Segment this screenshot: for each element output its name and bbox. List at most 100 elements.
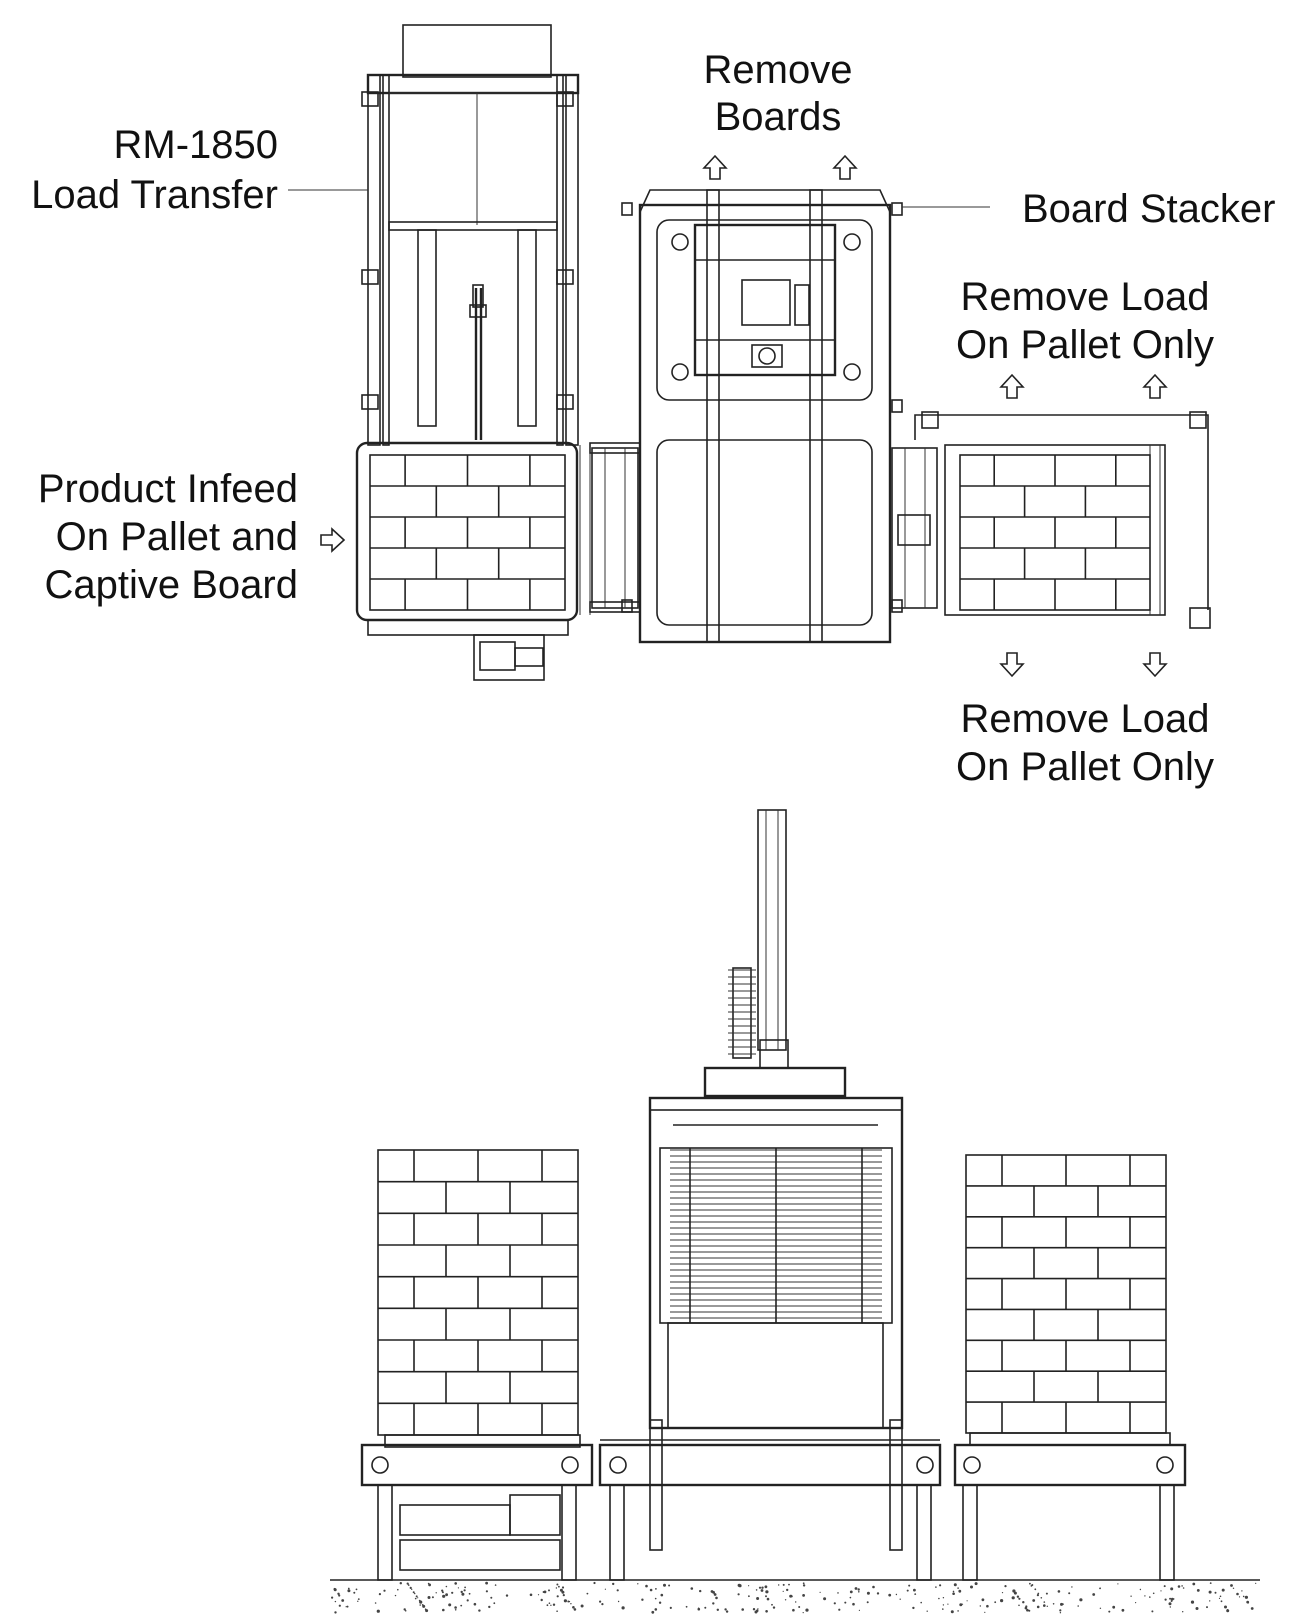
board-stack: [670, 1148, 882, 1323]
floor-speck: [334, 1600, 337, 1603]
floor-speck: [1045, 1592, 1048, 1595]
floor-speck: [981, 1598, 985, 1602]
floor-speck: [1030, 1585, 1033, 1587]
floor-speck: [765, 1595, 767, 1598]
floor-speck: [778, 1584, 780, 1586]
floor-speck: [1112, 1605, 1116, 1609]
floor-speck: [712, 1602, 715, 1605]
floor-speck: [461, 1592, 465, 1596]
floor-speck: [404, 1610, 407, 1612]
floor-speck: [601, 1603, 604, 1606]
floor-speck: [1077, 1605, 1079, 1607]
floor-speck: [548, 1589, 550, 1592]
floor-speck: [1208, 1590, 1212, 1594]
floor-speck: [654, 1597, 657, 1600]
floor-speck: [1177, 1585, 1181, 1588]
floor-speck: [1004, 1585, 1007, 1588]
floor-speck: [1139, 1588, 1142, 1591]
floor-speck: [704, 1606, 707, 1609]
floor-speck: [1099, 1607, 1102, 1610]
floor-speck: [425, 1609, 429, 1613]
floor-speck: [1130, 1595, 1132, 1597]
floor-speck: [403, 1608, 406, 1611]
floor-speck: [397, 1588, 399, 1591]
floor-speck: [407, 1584, 410, 1586]
floor-speck: [908, 1584, 911, 1587]
label-load-transfer-model: RM-1850: [113, 123, 278, 167]
floor-speck: [463, 1589, 466, 1592]
floor-speck: [1192, 1582, 1196, 1586]
floor-speck: [1236, 1592, 1239, 1596]
floor-speck: [548, 1602, 551, 1604]
floor-speck: [555, 1587, 558, 1589]
floor-speck: [604, 1588, 607, 1590]
floor-speck: [1182, 1587, 1185, 1589]
floor-speck: [1032, 1599, 1036, 1602]
label-load-transfer-name: Load Transfer: [31, 173, 278, 217]
floor-speck: [1250, 1607, 1254, 1610]
floor-speck: [712, 1591, 715, 1594]
floor-speck: [1182, 1611, 1184, 1613]
hollow-arrow-up-icon: [999, 373, 1025, 399]
floor-speck: [1000, 1599, 1004, 1603]
floor-speck: [411, 1588, 413, 1591]
floor-speck: [556, 1583, 559, 1586]
floor-speck: [378, 1593, 381, 1596]
floor-speck: [857, 1588, 860, 1591]
floor-speck: [1013, 1591, 1017, 1595]
floor-speck: [441, 1589, 444, 1592]
floor-speck: [442, 1594, 446, 1598]
floor-speck: [994, 1601, 997, 1604]
floor-speck: [394, 1594, 397, 1597]
transfer-conveyor-right: [891, 447, 938, 609]
floor-speck: [333, 1588, 337, 1592]
floor-speck: [766, 1597, 770, 1601]
floor-speck: [798, 1606, 801, 1608]
floor-speck: [1219, 1595, 1222, 1598]
floor-speck: [460, 1604, 463, 1607]
product-load-elevation-right: [965, 1154, 1167, 1434]
floor-speck: [755, 1589, 758, 1591]
floor-speck: [802, 1584, 806, 1587]
floor-speck: [616, 1589, 619, 1592]
floor-speck: [1046, 1605, 1049, 1608]
floor-speck: [1024, 1606, 1028, 1610]
floor-speck: [1209, 1582, 1212, 1584]
floor-speck: [741, 1608, 744, 1611]
label-infeed-3: Captive Board: [45, 563, 298, 607]
floor-speck: [561, 1586, 565, 1589]
floor-speck: [1226, 1609, 1229, 1611]
floor-speck: [837, 1592, 839, 1594]
floor-speck: [445, 1585, 448, 1588]
concrete-floor: [331, 1581, 1257, 1614]
plan-view: [288, 24, 1211, 681]
floor-speck: [958, 1589, 962, 1593]
product-load-plan-left: [369, 454, 566, 611]
floor-speck: [979, 1605, 981, 1607]
floor-speck: [1144, 1595, 1146, 1597]
floor-speck: [913, 1588, 916, 1592]
floor-speck: [765, 1610, 768, 1613]
floor-speck: [690, 1587, 694, 1590]
floor-speck: [1121, 1608, 1125, 1612]
floor-speck: [725, 1610, 729, 1613]
floor-speck: [460, 1590, 463, 1594]
floor-speck: [788, 1583, 790, 1586]
label-remove-load-top-2: On Pallet Only: [956, 323, 1214, 367]
floor-speck: [899, 1598, 901, 1600]
floor-speck: [431, 1596, 434, 1599]
floor-speck: [580, 1604, 584, 1608]
floor-speck: [1152, 1592, 1155, 1595]
floor-speck: [552, 1603, 556, 1606]
product-load-plan-right: [959, 454, 1151, 611]
floor-speck: [568, 1600, 571, 1603]
floor-speck: [454, 1582, 458, 1585]
floor-speck: [637, 1583, 639, 1585]
label-remove-boards-2: Boards: [715, 95, 842, 139]
floor-speck: [1170, 1587, 1174, 1591]
floor-speck: [406, 1582, 409, 1585]
floor-speck: [347, 1587, 350, 1590]
floor-speck: [1028, 1609, 1031, 1612]
floor-speck: [752, 1608, 756, 1611]
floor-speck: [658, 1601, 662, 1604]
